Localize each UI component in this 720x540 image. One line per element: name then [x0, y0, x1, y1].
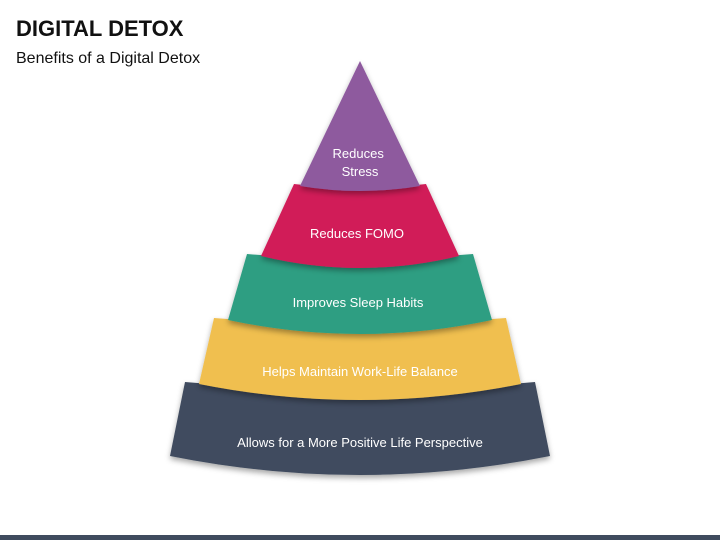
pyramid-layer-5-shape	[170, 382, 550, 475]
pyramid-layer-1: Reduces Stress	[300, 61, 420, 191]
pyramid-layer-1-label: Reduces Stress	[333, 146, 388, 179]
pyramid-layer-1-shape	[300, 61, 420, 191]
pyramid-layer-4-label: Helps Maintain Work-Life Balance	[262, 364, 458, 379]
pyramid-layer-2-label: Reduces FOMO	[310, 226, 404, 241]
pyramid-layer-3-line-1: Improves Sleep Habits	[293, 295, 424, 310]
page-title: DIGITAL DETOX	[16, 16, 184, 41]
pyramid-layer-2-line-1: Reduces FOMO	[310, 226, 404, 241]
pyramid-layer-1-line-2: Stress	[342, 164, 379, 179]
pyramid-layer-4-shape	[199, 318, 521, 400]
pyramid-layer-2: Reduces FOMO	[261, 184, 459, 268]
pyramid-layer-3: Improves Sleep Habits	[228, 254, 492, 334]
bottom-accent-bar	[0, 535, 720, 540]
pyramid-layer-3-label: Improves Sleep Habits	[293, 295, 424, 310]
pyramid-layer-1-line-1: Reduces	[333, 146, 385, 161]
pyramid-layer-4: Helps Maintain Work-Life Balance	[199, 318, 521, 400]
pyramid-layer-2-shape	[261, 184, 459, 268]
pyramid-layer-5-line-1: Allows for a More Positive Life Perspect…	[237, 435, 483, 450]
pyramid-layer-5-label: Allows for a More Positive Life Perspect…	[237, 435, 483, 450]
pyramid-layer-4-line-1: Helps Maintain Work-Life Balance	[262, 364, 458, 379]
page-subtitle: Benefits of a Digital Detox	[16, 50, 201, 67]
pyramid-layer-5: Allows for a More Positive Life Perspect…	[170, 382, 550, 475]
pyramid-layer-3-shape	[228, 254, 492, 334]
